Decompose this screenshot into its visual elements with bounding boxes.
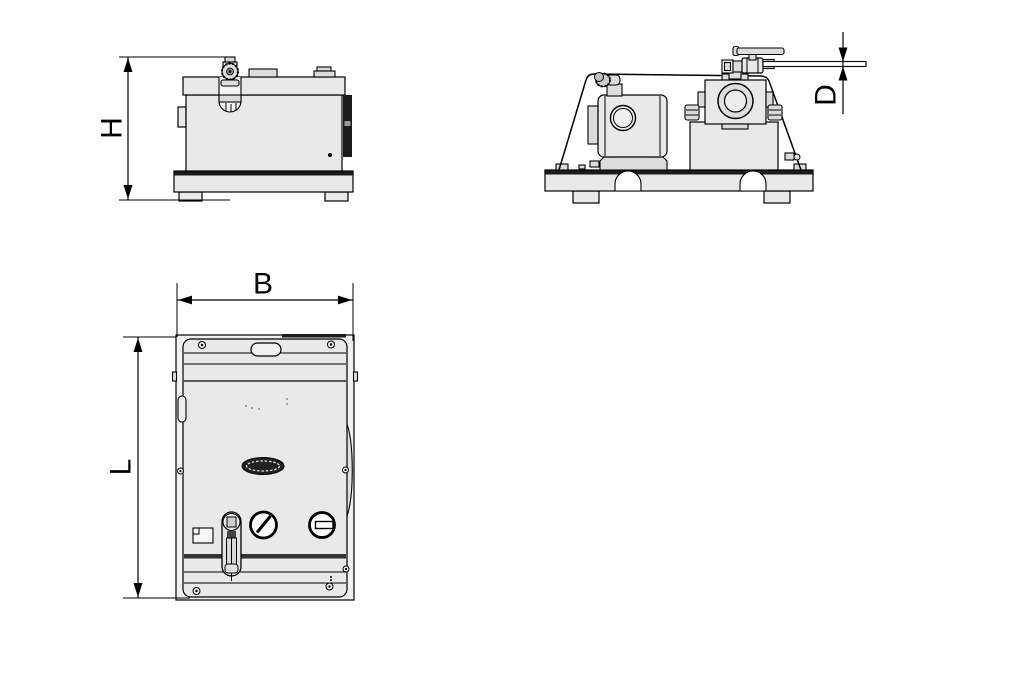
side-foot-right [763, 190, 791, 204]
dim-h-label: H [96, 117, 129, 139]
vacuum-gauge [249, 510, 278, 540]
front-side-tab [177, 106, 187, 128]
top-screw-tr [327, 340, 335, 349]
dimension-length: L [105, 336, 190, 599]
front-foot-right [324, 191, 349, 202]
dim-l-arrow-bottom [133, 583, 143, 597]
top-screw-left-mid [177, 467, 184, 475]
gauge-needle [255, 515, 272, 534]
side-handhole-right [739, 170, 767, 192]
top-screw-right-mid [342, 466, 349, 474]
dim-b-arrow-right [338, 295, 352, 305]
top-handle [250, 342, 282, 357]
side-foot-left [572, 190, 600, 204]
dimension-height: H [96, 56, 233, 201]
dim-h-arrow-top [123, 58, 133, 72]
top-side-tab [177, 395, 187, 423]
side-cover-outline [558, 73, 802, 171]
side-motor [587, 72, 668, 171]
front-top-block-center [248, 68, 278, 78]
front-top-block-right [313, 70, 336, 78]
pump-gland-left [684, 104, 700, 121]
dimension-diameter: D [810, 32, 848, 114]
pump-gland-right [767, 104, 783, 121]
dim-l-arrow-top [133, 338, 143, 352]
front-machine [173, 56, 354, 202]
side-base [544, 163, 814, 204]
dim-l-label: L [105, 459, 138, 476]
knob-slot [314, 520, 334, 530]
front-valve-knob [220, 56, 240, 87]
dimension-width: B [176, 268, 354, 341]
dim-h-arrow-bottom [123, 185, 133, 199]
top-hinge-bulge [346, 423, 353, 517]
toggle-latch [221, 511, 242, 581]
side-ball-valve [721, 45, 867, 80]
front-base-plate-edge [174, 171, 353, 176]
pump-base-box [689, 121, 779, 171]
dim-b-label: B [253, 268, 273, 301]
top-view: B L [105, 268, 359, 601]
side-handhole-left [614, 170, 642, 192]
top-screw-tl [198, 341, 206, 349]
valve-handle [736, 47, 785, 56]
motor-pedestal [599, 155, 668, 171]
top-screw-right-low [342, 565, 350, 573]
dim-d-label: D [810, 84, 843, 106]
rotary-knob [308, 511, 336, 539]
front-housing [185, 94, 343, 172]
dim-b-arrow-left [178, 295, 192, 305]
top-cover [177, 338, 353, 598]
top-screw-bl [192, 587, 201, 595]
top-screw-br [325, 582, 334, 591]
top-cross-band [184, 554, 346, 559]
brand-logo-badge [241, 457, 285, 475]
side-pump [684, 73, 801, 171]
top-name-plate [192, 527, 214, 544]
valve-pipe [762, 60, 867, 68]
motor-elbow-fitting [594, 72, 623, 97]
dim-d-arrow-top [838, 47, 848, 62]
dim-d-arrow-bottom [838, 66, 848, 81]
motor-flange [587, 105, 599, 145]
side-base-plate-edge [545, 170, 813, 175]
side-view: D [544, 32, 867, 204]
front-lid [182, 76, 346, 96]
motor-port [609, 104, 637, 132]
front-view: H [96, 56, 354, 202]
